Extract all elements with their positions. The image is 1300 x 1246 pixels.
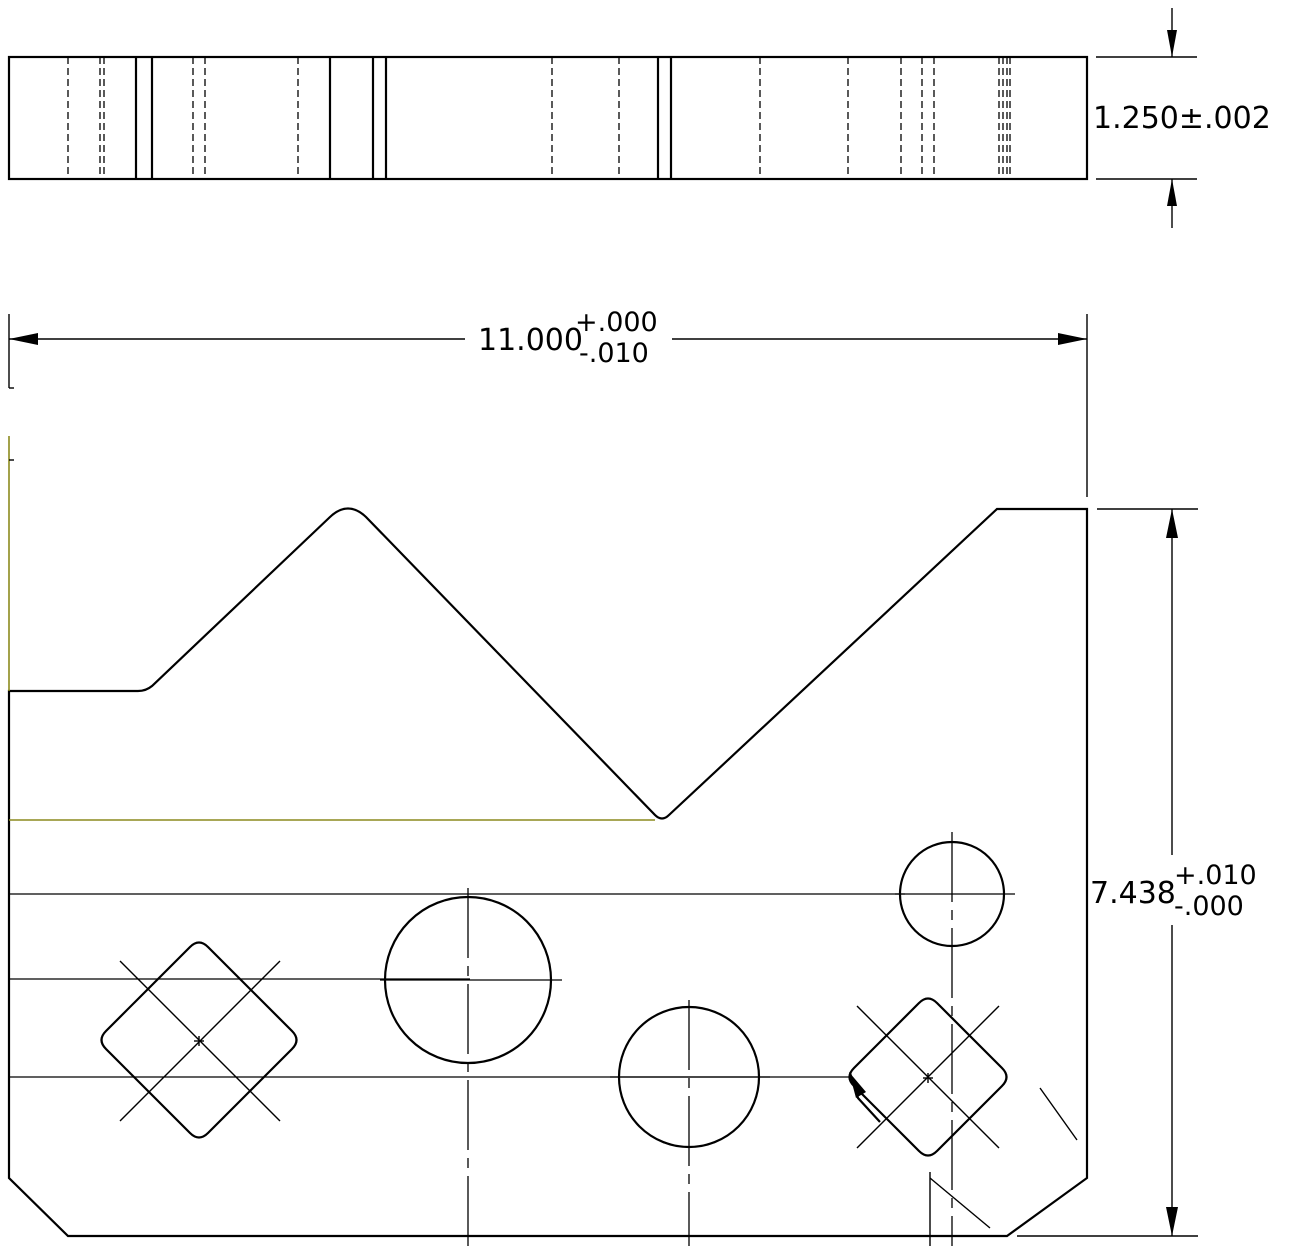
length-dimension: 11.000 +.000 -.010: [8, 307, 1088, 497]
side-view: 1.250±.002: [7, 8, 1271, 228]
thickness-label: 1.250±.002: [1093, 101, 1271, 136]
small-hole: [895, 832, 1015, 1246]
side-view-outline: [7, 55, 1089, 181]
height-dimension: 7.438 +.010 -.000: [1017, 508, 1257, 1237]
edge-ticks: [9, 387, 14, 461]
side-view-solid-lines: [134, 57, 673, 179]
length-nominal: 11.000: [478, 323, 583, 358]
leader-arrow-icon: [849, 1072, 866, 1098]
arrow-right-icon: [1058, 333, 1087, 345]
construction-lines: [8, 436, 655, 821]
medium-hole: [610, 1000, 770, 1246]
height-nominal: 7.438: [1090, 876, 1176, 911]
front-view: 7.438 +.010 -.000: [7, 387, 1257, 1246]
length-lower-tolerance: -.010: [579, 338, 649, 369]
large-hole: [380, 888, 562, 1246]
side-view-hidden-lines: [67, 57, 1011, 179]
arrow-up-icon: [1167, 179, 1177, 206]
length-upper-tolerance: +.000: [575, 307, 658, 338]
thickness-dimension: 1.250±.002: [1093, 8, 1271, 228]
arrow-up-icon: [1166, 509, 1178, 538]
height-lower-tolerance: -.000: [1174, 891, 1244, 922]
reference-lines: [9, 893, 905, 1078]
right-square-pocket: [848, 997, 1078, 1246]
arrow-left-icon: [9, 333, 38, 345]
part-outline: [7, 507, 1089, 1238]
left-square-pocket: [100, 941, 298, 1139]
arrow-down-icon: [1166, 1207, 1178, 1236]
arrow-down-icon: [1167, 30, 1177, 57]
height-upper-tolerance: +.010: [1174, 860, 1257, 891]
